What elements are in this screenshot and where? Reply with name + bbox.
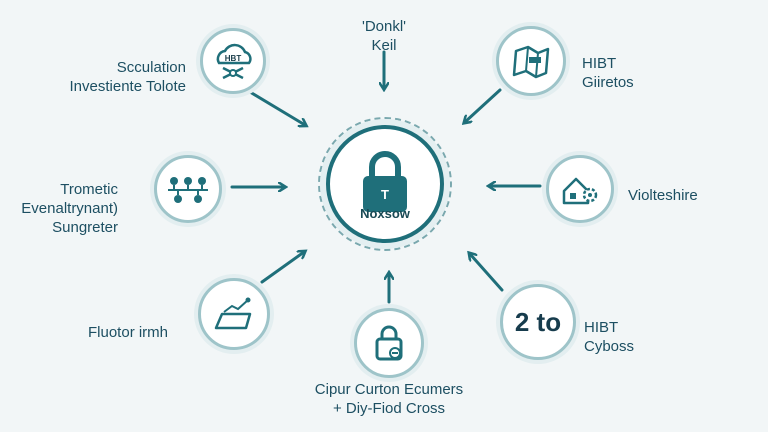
padlock-icon xyxy=(375,325,403,361)
map-icon xyxy=(512,45,550,79)
label-bottom-left: Fluotor irmh xyxy=(88,323,168,342)
label-line: Cyboss xyxy=(584,338,635,355)
label-line: Cipur Curton Ecumers xyxy=(314,381,464,398)
label-top-left: Scculation Investiente Tolote xyxy=(70,58,186,96)
label-line: + Diy-Fiod Cross xyxy=(332,400,446,417)
center-label: Noxsow xyxy=(360,206,410,221)
label-mid-left: Trometic Evenaltrynant) Sungreter xyxy=(21,180,118,237)
lock-icon: T xyxy=(363,151,407,212)
arrow-top-left xyxy=(248,90,305,125)
svg-text:HBT: HBT xyxy=(225,54,242,63)
label-line: Sungreter xyxy=(52,219,118,236)
label-line: HIBT xyxy=(584,319,619,336)
arrow-bottom-right xyxy=(470,254,504,292)
label-line: Fluotor irmh xyxy=(88,324,169,341)
label-line: Keil xyxy=(371,37,397,54)
label-bottom: Cipur Curton Ecumers + Diy-Fiod Cross xyxy=(264,380,514,418)
house-gear-icon xyxy=(562,177,598,205)
network-icon xyxy=(168,177,208,203)
label-line: Giiretos xyxy=(582,74,634,91)
center-hub: T xyxy=(326,125,444,243)
node-bottom-left xyxy=(198,278,270,350)
chart-icon xyxy=(214,297,252,330)
arrow-bottom-left xyxy=(260,252,304,284)
node-bottom xyxy=(354,308,424,378)
label-line: Violteshire xyxy=(628,187,698,204)
label-mid-right: Violteshire xyxy=(628,186,698,205)
label-line: Trometic xyxy=(60,181,118,198)
node-bottom-right: 2 to xyxy=(500,284,576,360)
node-mid-left xyxy=(154,155,222,223)
label-top-right: HIBT Giiretos xyxy=(582,54,634,92)
cloud-icon: HBT xyxy=(216,43,252,80)
label-bottom-right: HIBT Cyboss xyxy=(584,318,634,356)
node-top-right xyxy=(496,26,566,96)
node-mid-right xyxy=(546,155,614,223)
node-bottom-right-text: 2 to xyxy=(514,306,562,337)
svg-text:T: T xyxy=(381,187,389,202)
label-line: 'Donkl' xyxy=(361,18,407,35)
label-line: HIBT xyxy=(582,55,617,72)
label-line: Scculation xyxy=(116,59,186,76)
label-top: 'Donkl' Keil xyxy=(334,17,434,55)
label-line: Evenaltrynant) xyxy=(21,200,118,217)
node-top-left: HBT xyxy=(200,28,266,94)
center-hub-ring xyxy=(318,117,452,251)
label-line: Investiente Tolote xyxy=(69,78,186,95)
arrow-top-right xyxy=(465,88,502,122)
